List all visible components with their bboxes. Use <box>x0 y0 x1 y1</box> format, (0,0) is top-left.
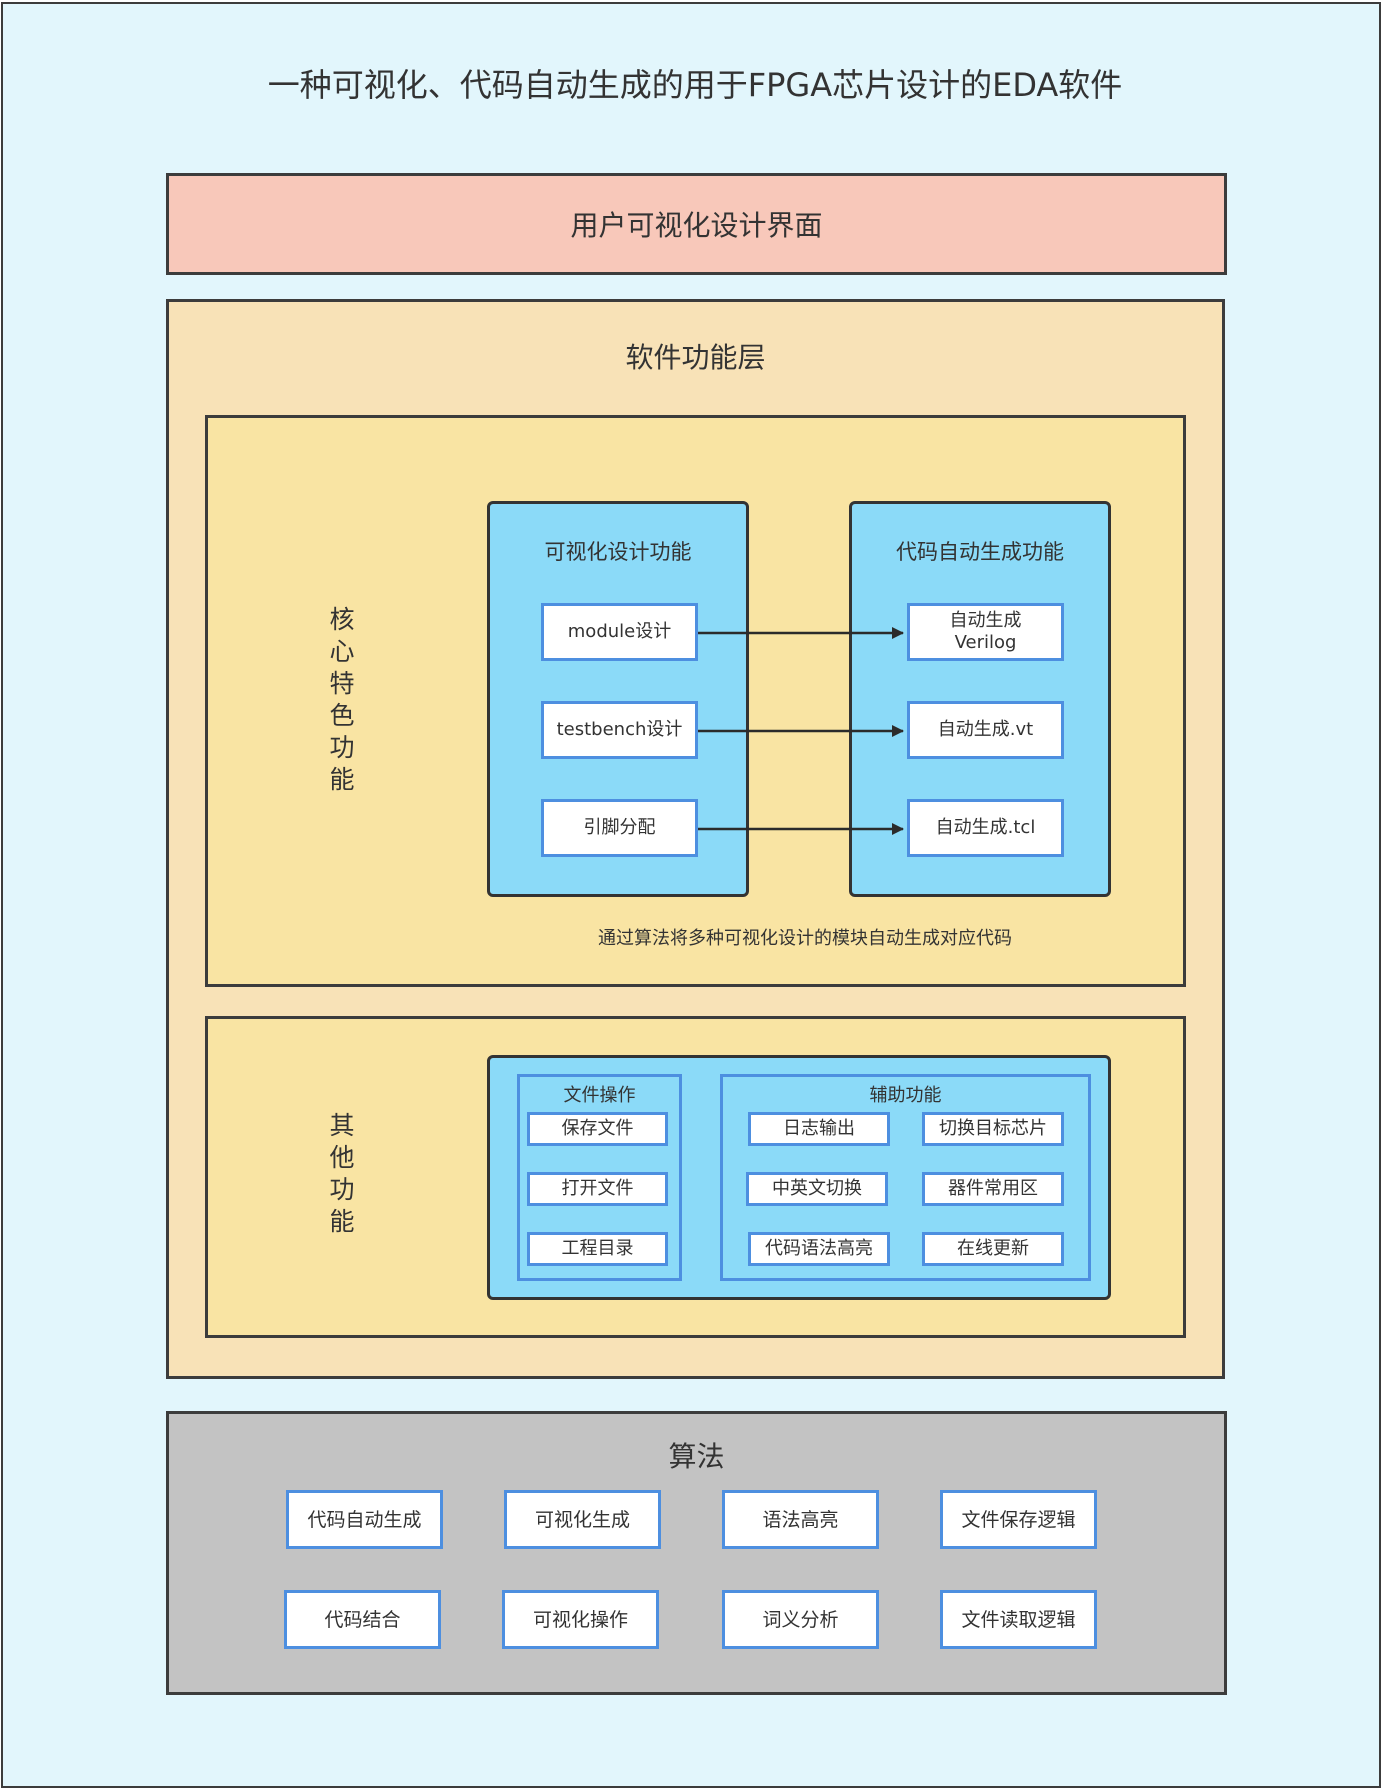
language-switch-box: 中英文切换 <box>746 1172 888 1206</box>
core-label-char: 功 <box>329 733 355 762</box>
gen-verilog-box: 自动生成 Verilog <box>907 603 1064 661</box>
pin-assignment-box: 引脚分配 <box>541 799 698 857</box>
other-label-char: 能 <box>329 1207 355 1236</box>
syntax-highlight-box: 代码语法高亮 <box>748 1232 890 1266</box>
visual-design-title: 可视化设计功能 <box>544 540 692 564</box>
function-layer-title: 软件功能层 <box>625 341 766 374</box>
gen-tcl-box: 自动生成.tcl <box>907 799 1064 857</box>
algo-semantic-analysis-box: 词义分析 <box>722 1590 879 1649</box>
other-label-char: 功 <box>329 1175 355 1204</box>
algo-code-combination-box: 代码结合 <box>284 1590 441 1649</box>
algorithm-title: 算法 <box>668 1440 725 1473</box>
switch-target-chip-box: 切换目标芯片 <box>922 1112 1064 1146</box>
other-label-char: 其 <box>329 1111 355 1140</box>
module-design-box: module设计 <box>541 603 698 661</box>
core-label-char: 色 <box>329 701 355 730</box>
other-label-char: 他 <box>329 1143 355 1172</box>
save-file-box: 保存文件 <box>527 1112 668 1146</box>
algo-file-read-logic-box: 文件读取逻辑 <box>940 1590 1097 1649</box>
testbench-design-box: testbench设计 <box>541 701 698 759</box>
auxiliary-functions-title: 辅助功能 <box>869 1085 942 1106</box>
gen-verilog-line1: 自动生成 <box>949 610 1022 631</box>
code-generation-title: 代码自动生成功能 <box>896 540 1064 564</box>
gen-verilog-line2: Verilog <box>954 632 1017 653</box>
open-file-box: 打开文件 <box>527 1172 668 1206</box>
algo-visual-generation-box: 可视化生成 <box>504 1490 661 1549</box>
algo-file-save-logic-box: 文件保存逻辑 <box>940 1490 1097 1549</box>
core-label-char: 特 <box>329 669 355 698</box>
common-devices-box: 器件常用区 <box>922 1172 1064 1206</box>
gen-vt-box: 自动生成.vt <box>907 701 1064 759</box>
log-output-box: 日志输出 <box>748 1112 890 1146</box>
core-label-char: 心 <box>329 637 355 666</box>
ui-layer-box: 用户可视化设计界面 <box>166 173 1227 275</box>
project-directory-box: 工程目录 <box>527 1232 668 1266</box>
core-label-char: 能 <box>329 765 355 794</box>
other-features-label: 其 他 功 能 <box>312 1110 372 1238</box>
algo-visual-operation-box: 可视化操作 <box>502 1590 659 1649</box>
file-operations-title: 文件操作 <box>563 1085 636 1106</box>
algo-code-generation-box: 代码自动生成 <box>286 1490 443 1549</box>
core-features-label: 核 心 特 色 功 能 <box>312 604 372 796</box>
core-label-char: 核 <box>329 605 355 634</box>
diagram-title: 一种可视化、代码自动生成的用于FPGA芯片设计的EDA软件 <box>267 66 1123 104</box>
core-caption: 通过算法将多种可视化设计的模块自动生成对应代码 <box>598 928 1012 949</box>
online-update-box: 在线更新 <box>922 1232 1064 1266</box>
algo-syntax-highlight-box: 语法高亮 <box>722 1490 879 1549</box>
